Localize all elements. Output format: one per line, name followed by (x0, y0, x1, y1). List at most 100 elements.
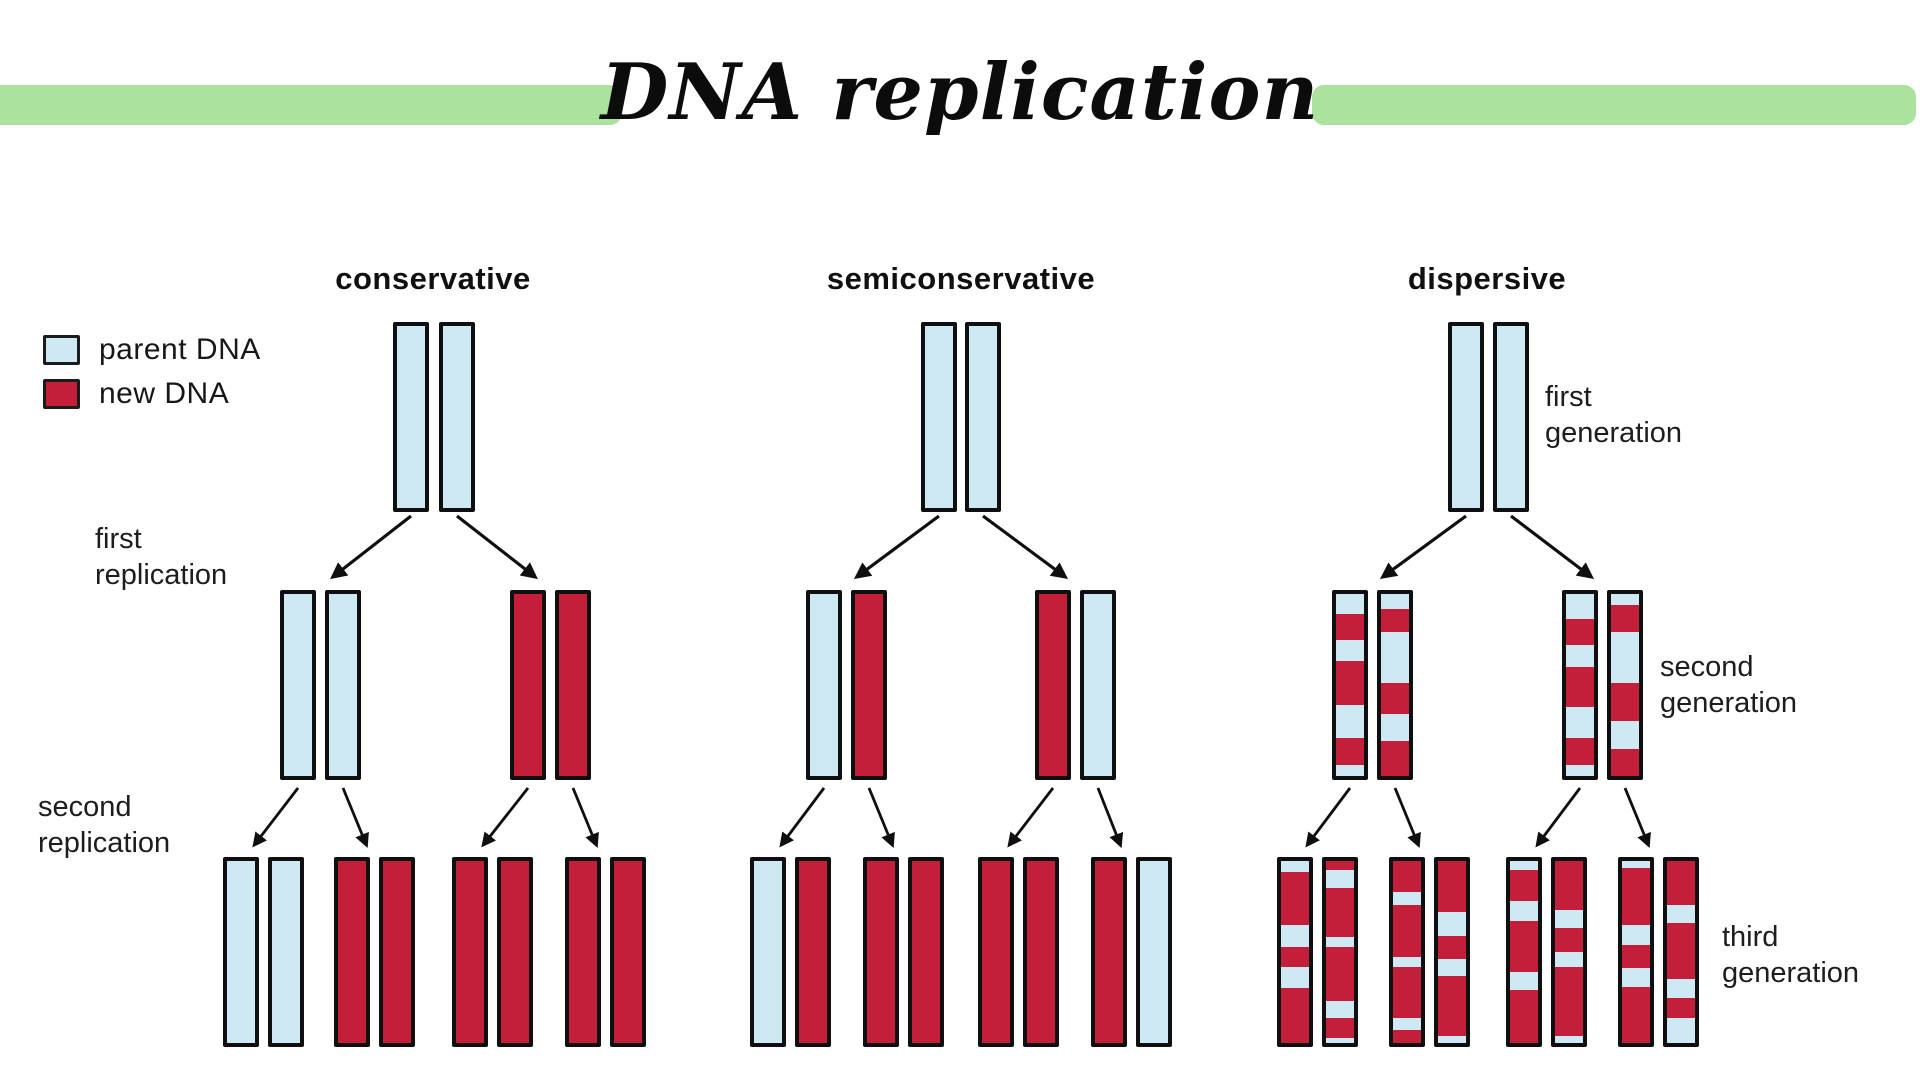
strand-segment (1566, 737, 1594, 766)
strand-segment (1566, 706, 1594, 738)
label-line: second (38, 791, 132, 823)
dna-strand-parent (439, 322, 475, 512)
strand-segment (1667, 922, 1695, 980)
strand-segment (1510, 861, 1538, 871)
strand-segment (1611, 721, 1639, 749)
arrow-first-replication (1510, 514, 1594, 580)
arrow-second-replication (1393, 787, 1421, 849)
dna-strand-new (610, 857, 646, 1047)
strand-segment (1555, 1035, 1583, 1043)
label-line: generation (1660, 687, 1798, 719)
arrow-second-replication (1096, 787, 1124, 849)
arrow-first-replication (982, 514, 1069, 579)
dna-strand-new (851, 590, 887, 780)
strand-segment (1667, 979, 1695, 998)
strand-segment (1438, 911, 1466, 936)
arrow-second-replication (252, 787, 300, 848)
dna-strand-parent (1448, 322, 1484, 512)
label-line: third (1722, 921, 1779, 953)
dna-strand-parent (280, 590, 316, 780)
dna-strand-mixed (1618, 857, 1654, 1047)
strand-segment (1611, 594, 1639, 605)
arrow-second-replication (1007, 787, 1055, 848)
label-line: replication (38, 827, 171, 859)
strand-segment (1381, 594, 1409, 609)
model-title-semiconservative: semiconservative (826, 261, 1096, 296)
strand-segment (1336, 737, 1364, 766)
dna-strand-mixed (1332, 590, 1368, 780)
dna-strand-parent (921, 322, 957, 512)
strand-segment (1381, 632, 1409, 684)
strand-segment (1336, 705, 1364, 738)
dna-strand-new (1035, 590, 1071, 780)
strand-segment (1281, 861, 1309, 872)
strand-segment (1555, 861, 1583, 911)
strand-segment (1622, 968, 1650, 987)
strand-segment (1326, 888, 1354, 938)
page-title: DNA replication (600, 47, 1320, 138)
arrow-second-replication (779, 787, 826, 848)
arrow-second-replication (571, 787, 599, 849)
dna-strand-new (978, 857, 1014, 1047)
strand-segment (1381, 714, 1409, 742)
dna-strand-mixed (1607, 590, 1643, 780)
arrow-second-replication (481, 787, 530, 848)
arrow-second-replication (341, 787, 369, 849)
strand-segment (1566, 765, 1594, 776)
strand-segment (1667, 904, 1695, 923)
strand-segment (1438, 975, 1466, 1036)
dna-strand-mixed (1562, 590, 1598, 780)
strand-segment (1336, 614, 1364, 640)
strand-segment (1555, 952, 1583, 967)
strand-segment (1393, 957, 1421, 967)
strand-segment (1510, 972, 1538, 991)
strand-segment (1336, 594, 1364, 615)
strand-segment (1326, 937, 1354, 947)
strand-segment (1566, 619, 1594, 645)
label-line: second (1660, 651, 1754, 683)
generation-stage-label-2: second generation (1660, 649, 1797, 721)
dna-strand-mixed (1277, 857, 1313, 1047)
strand-segment (1510, 921, 1538, 972)
strand-segment (1438, 1035, 1466, 1043)
dna-strand-parent (268, 857, 304, 1047)
parent-dna-swatch (43, 335, 80, 365)
strand-segment (1336, 765, 1364, 776)
title-bar-left (0, 85, 622, 125)
replication-stage-label-2: second replication (38, 789, 170, 861)
dna-strand-parent (325, 590, 361, 780)
strand-segment (1281, 988, 1309, 1043)
strand-segment (1381, 608, 1409, 633)
strand-segment (1326, 870, 1354, 889)
arrow-second-replication (1535, 787, 1582, 848)
strand-segment (1566, 644, 1594, 667)
strand-segment (1326, 1001, 1354, 1018)
strand-segment (1611, 683, 1639, 722)
dna-strand-mixed (1434, 857, 1470, 1047)
strand-segment (1438, 861, 1466, 912)
dna-strand-new (555, 590, 591, 780)
strand-segment (1326, 861, 1354, 871)
dna-strand-new (452, 857, 488, 1047)
new-dna-swatch (43, 379, 80, 409)
strand-segment (1566, 666, 1594, 707)
model-title-dispersive: dispersive (1407, 261, 1567, 296)
strand-segment (1336, 639, 1364, 662)
strand-segment (1281, 871, 1309, 925)
strand-segment (1622, 986, 1650, 1043)
legend: parent DNA new DNA (43, 333, 261, 411)
arrow-first-replication (456, 514, 538, 580)
strand-segment (1622, 944, 1650, 969)
dna-strand-parent (223, 857, 259, 1047)
dna-strand-parent (393, 322, 429, 512)
strand-segment (1622, 861, 1650, 869)
dna-strand-new (497, 857, 533, 1047)
dna-strand-parent (750, 857, 786, 1047)
label-line: first (95, 523, 142, 555)
dna-strand-mixed (1506, 857, 1542, 1047)
strand-segment (1393, 1017, 1421, 1031)
dna-strand-parent (1080, 590, 1116, 780)
